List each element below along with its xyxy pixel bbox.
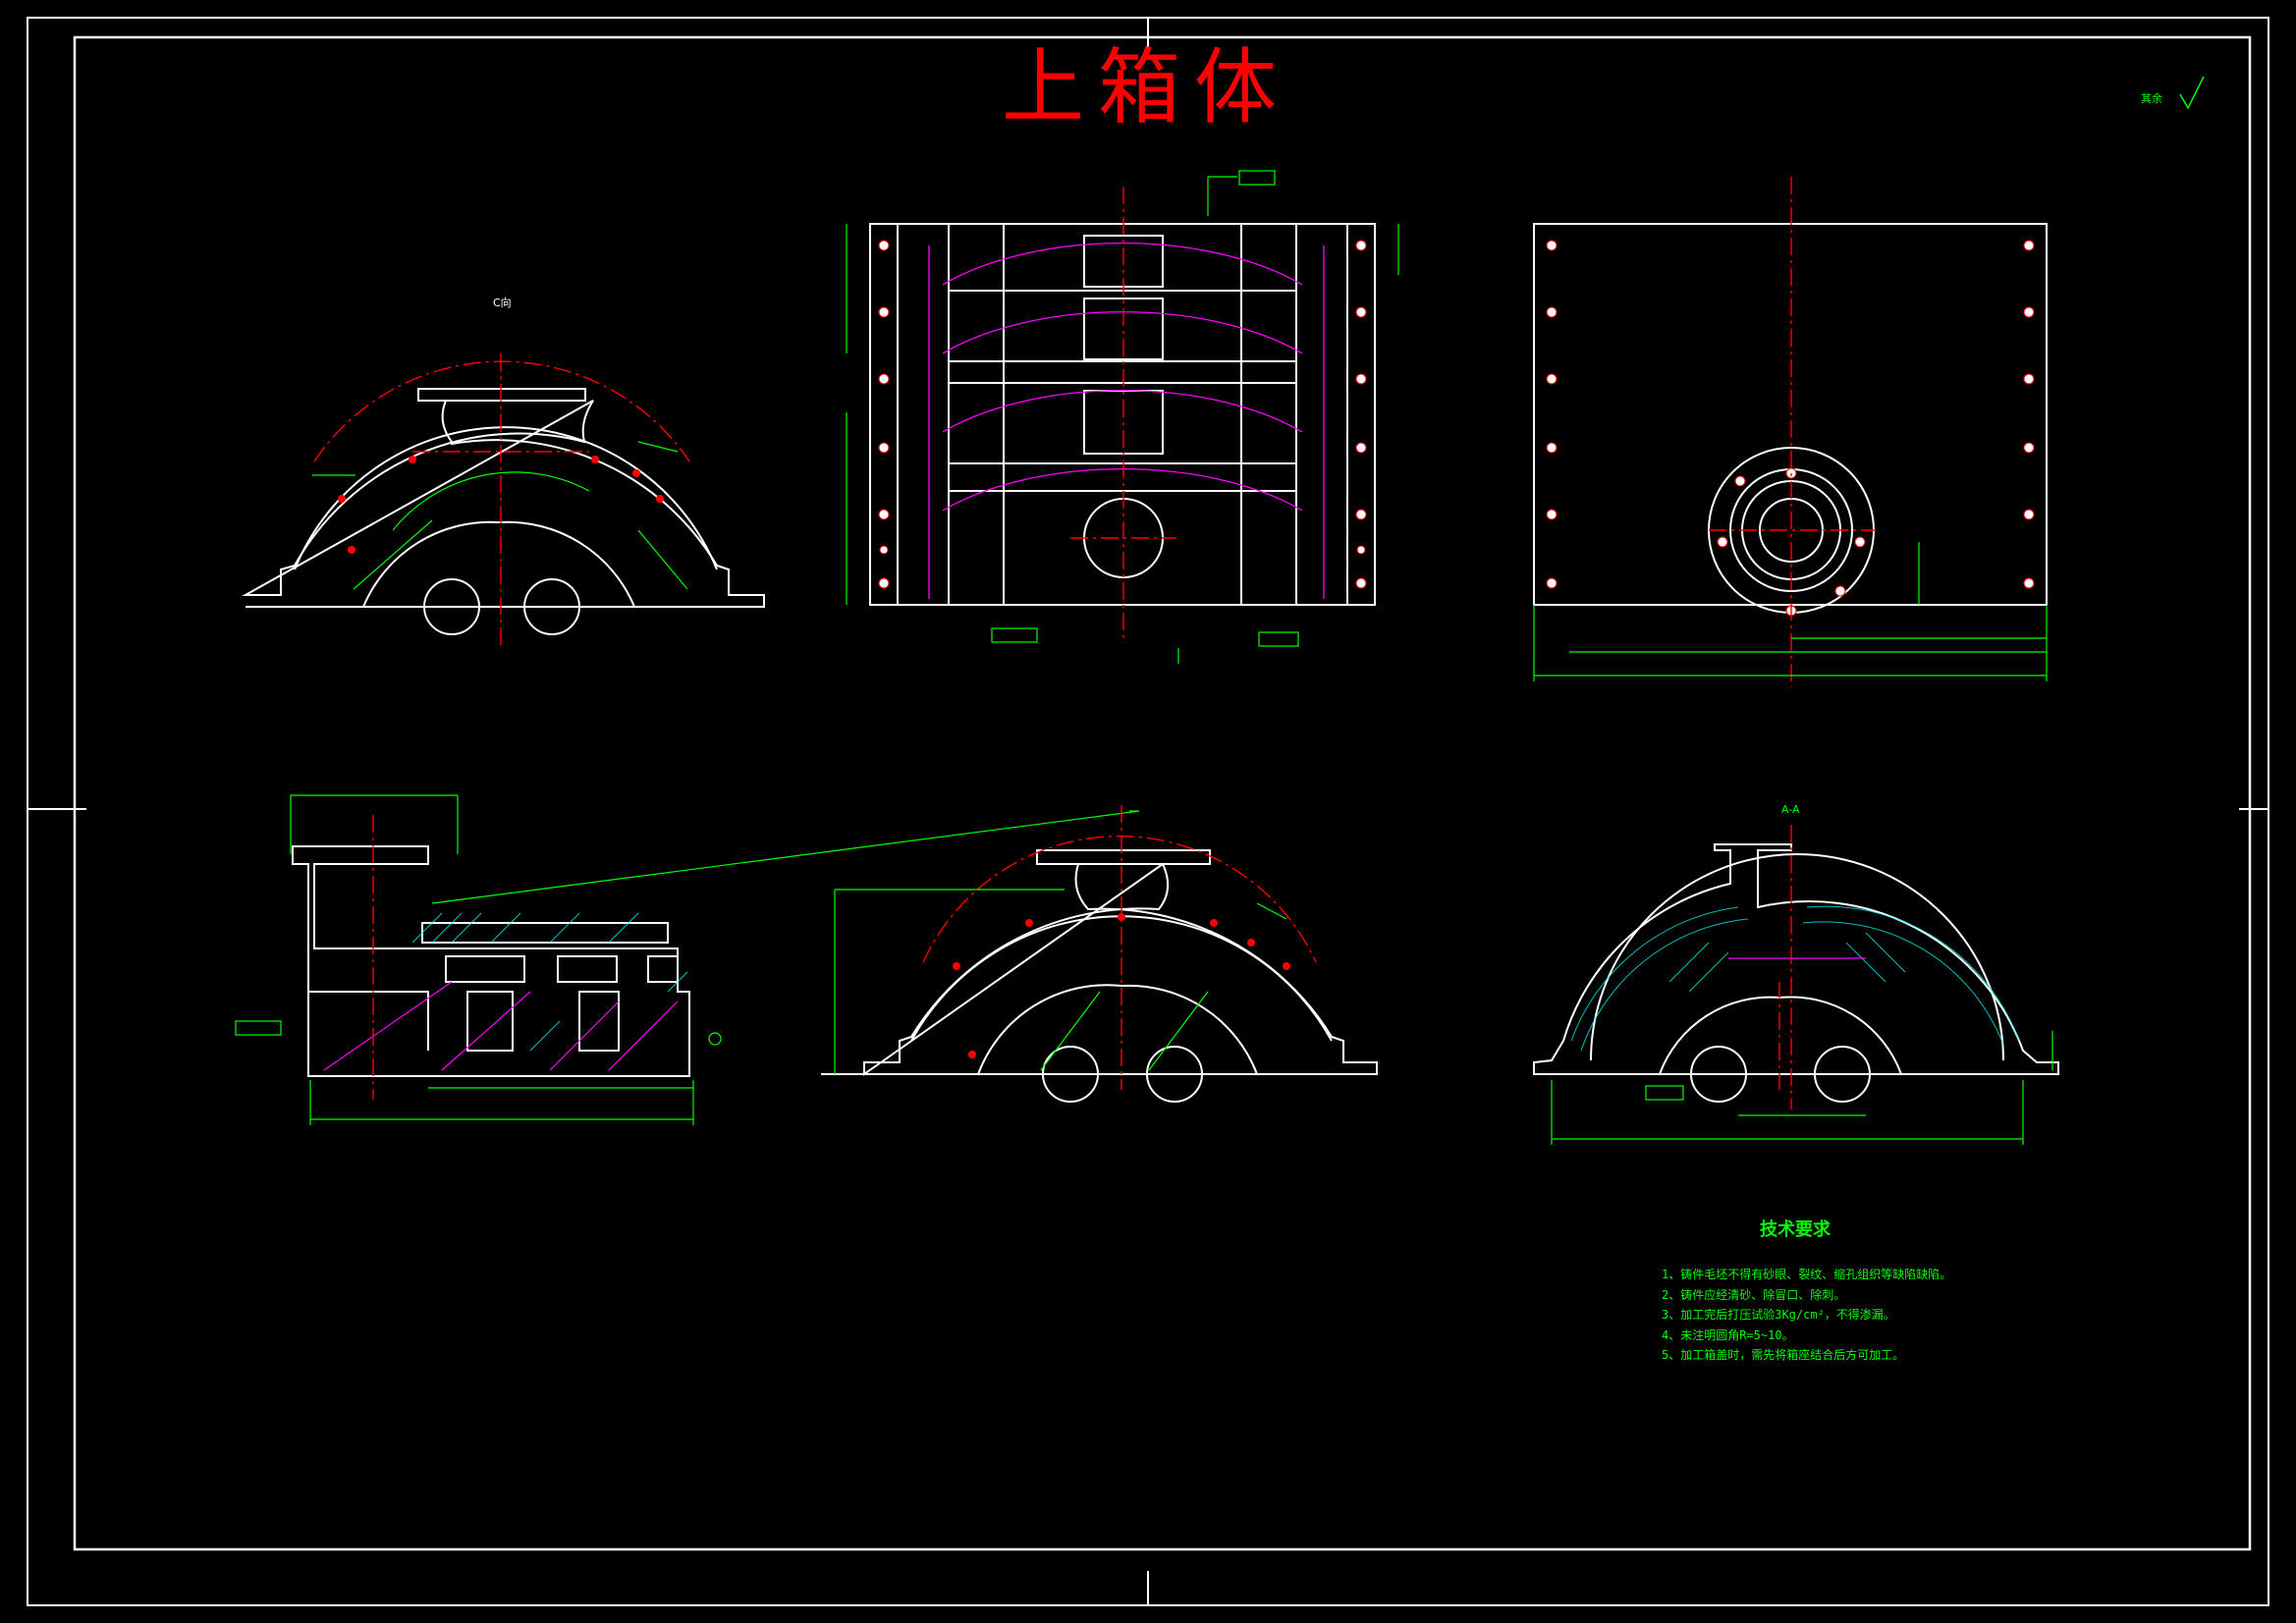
centering-marks	[27, 18, 2269, 1605]
c-view	[242, 353, 765, 648]
tech-requirement-item: 5、加工箱盖时，需先将箱座结合后方可加工。	[1662, 1348, 1905, 1362]
tech-requirements-list: 1、铸件毛坯不得有砂眼、裂纹、缩孔组织等缺陷缺陷。 2、铸件应经清砂、除冒口、除…	[1662, 1265, 1951, 1366]
front-section-view	[235, 794, 1140, 1125]
tech-requirement-item: 1、铸件毛坯不得有砂眼、裂纹、缩孔组织等缺陷缺陷。	[1662, 1268, 1952, 1281]
tech-requirement-item: 4、未注明圆角R=5~10。	[1662, 1327, 1794, 1342]
roughness-note: 其余	[2141, 92, 2162, 105]
inner-border	[73, 35, 2252, 1551]
drawing-title: 上箱体	[1002, 39, 1291, 135]
section-aa-label: A-A	[1781, 803, 1800, 816]
c-view-label: C向	[493, 297, 512, 309]
section-aa-view	[1533, 825, 2059, 1145]
tech-requirements-heading: 技术要求	[1760, 1219, 1831, 1240]
tech-requirement-item: 2、铸件应经清砂、除冒口、除刺。	[1662, 1287, 1846, 1302]
tech-requirement-item: 3、加工完后打压试验3Kg/cm²，不得渗漏。	[1662, 1308, 1895, 1322]
tech-requirements: 技术要求 1、铸件毛坯不得有砂眼、裂纹、缩孔组织等缺陷缺陷。 2、铸件应经清砂、…	[1662, 1216, 1951, 1366]
roughness-symbol	[2179, 76, 2205, 110]
outer-border	[27, 17, 2269, 1606]
side-view	[1533, 177, 2048, 687]
side-section-view	[821, 805, 1378, 1103]
top-view	[846, 170, 1399, 664]
